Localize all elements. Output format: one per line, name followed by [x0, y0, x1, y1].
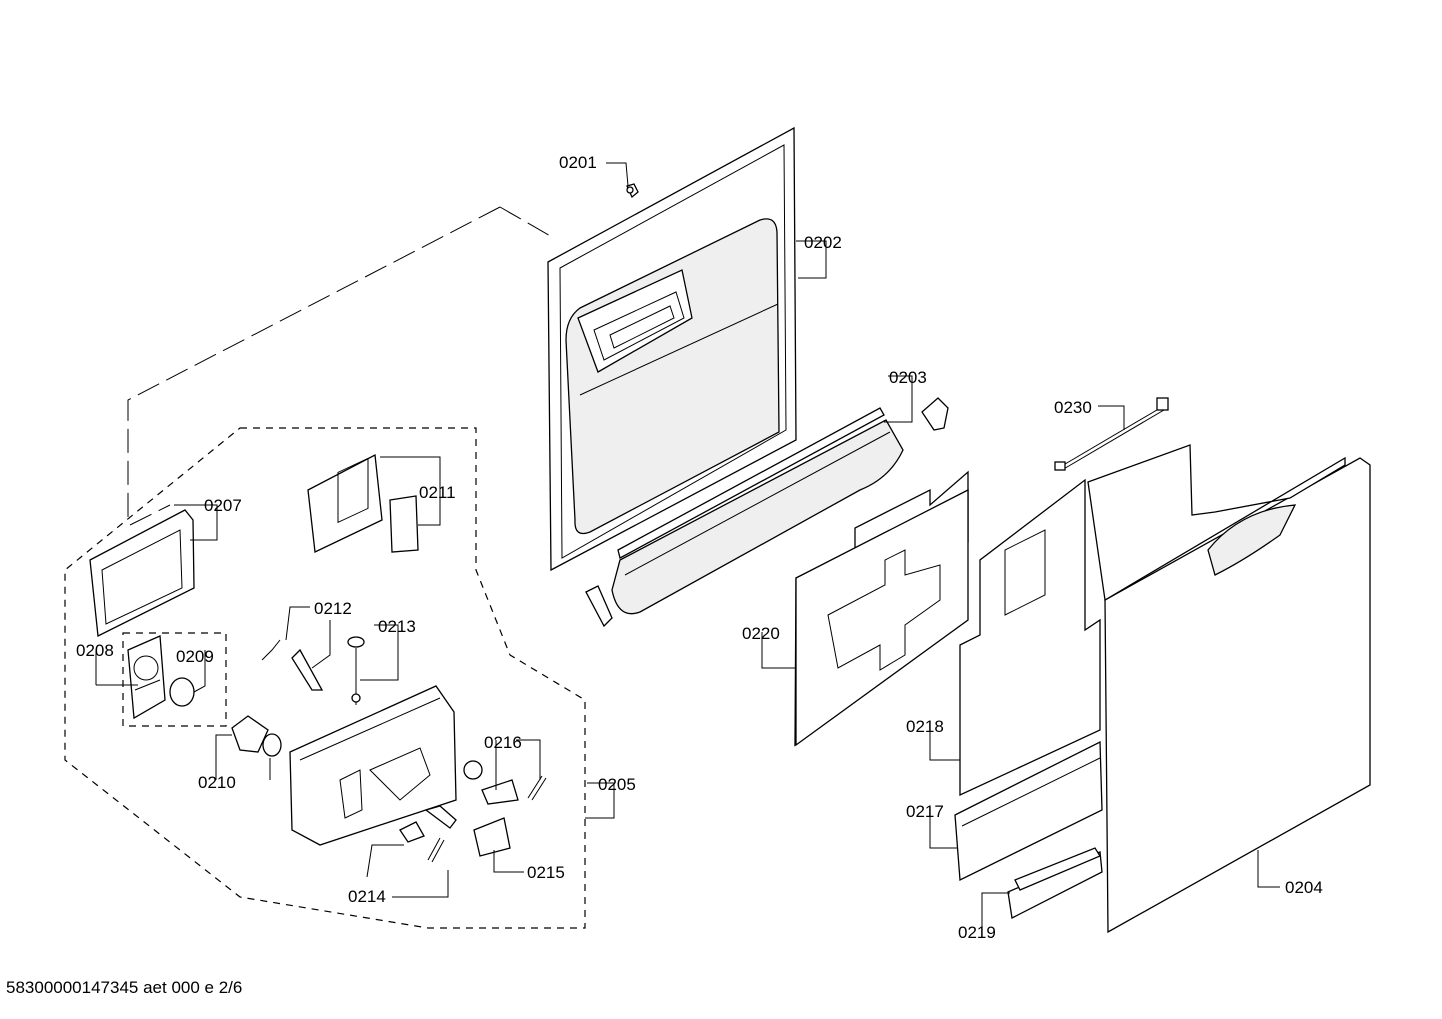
label-0204: 0204	[1285, 878, 1323, 897]
screw-0201	[626, 183, 639, 199]
label-0209: 0209	[176, 647, 214, 666]
label-0212: 0212	[314, 599, 352, 618]
group-outline-0205	[64, 427, 586, 929]
label-0210: 0210	[198, 773, 236, 792]
label-0217: 0217	[906, 802, 944, 821]
label-0201: 0201	[559, 153, 597, 172]
label-0219: 0219	[958, 923, 996, 942]
insulation-0220	[794, 470, 969, 747]
label-0213: 0213	[378, 617, 416, 636]
dispenser-body-0205	[289, 685, 457, 846]
label-0202: 0202	[804, 233, 842, 252]
cable-0230	[1054, 397, 1169, 471]
label-0220: 0220	[742, 624, 780, 643]
cover-0208	[127, 635, 166, 720]
label-0215: 0215	[527, 863, 565, 882]
outer-door-0204	[1087, 444, 1371, 934]
part-0212	[261, 639, 324, 691]
seal-strip-0203	[585, 397, 949, 628]
label-0214: 0214	[348, 887, 386, 906]
ring-0209	[169, 677, 195, 707]
leader-lines	[95, 162, 1280, 932]
filter-0211	[307, 453, 419, 553]
part-0213	[347, 636, 365, 705]
panel-0218	[959, 478, 1101, 797]
label-0203: 0203	[889, 368, 927, 387]
label-0230: 0230	[1054, 398, 1092, 417]
group-outline-long-dash	[127, 206, 553, 526]
label-0207: 0207	[204, 496, 242, 515]
group-outline-0208	[122, 632, 227, 727]
label-0218: 0218	[906, 717, 944, 736]
label-0205: 0205	[598, 775, 636, 794]
label-0211: 0211	[419, 483, 456, 502]
strip-0217	[954, 740, 1103, 882]
handle-0219	[1007, 847, 1103, 919]
label-0208: 0208	[76, 641, 114, 660]
document-footer-code: 58300000147345 aet 000 e 2/6	[6, 978, 243, 997]
label-0216: 0216	[484, 733, 522, 752]
inner-door-0202	[547, 126, 797, 572]
parts-0214-0216	[399, 760, 547, 863]
frame-0207	[89, 509, 195, 638]
part-0210	[231, 715, 282, 757]
